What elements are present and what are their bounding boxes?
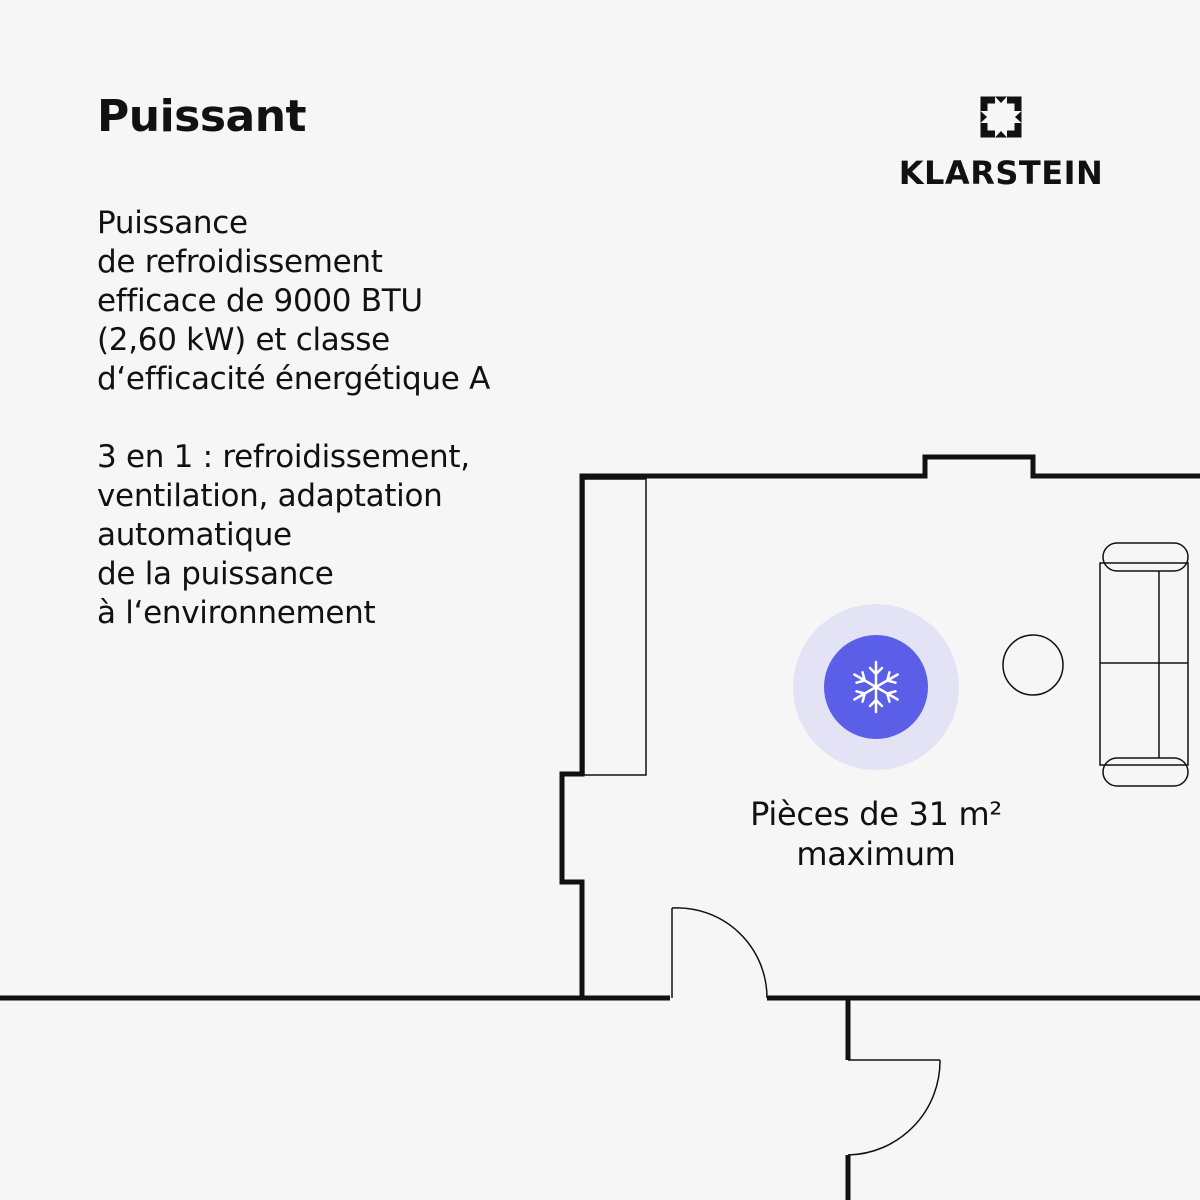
door-swing-hall xyxy=(847,1059,941,1156)
brand-logo: KLARSTEIN xyxy=(895,92,1107,192)
room-size-caption: Pièces de 31 m² maximum xyxy=(706,794,1046,874)
description-line: Puissance xyxy=(97,205,248,241)
description-line: d‘efficacité énergétique A xyxy=(97,361,490,397)
sofa xyxy=(1099,542,1189,787)
snowflake-icon xyxy=(853,660,899,714)
description-line: de la puissance xyxy=(97,556,334,592)
page-title: Puissant xyxy=(97,91,307,142)
description-line: de refroidissement xyxy=(97,244,383,280)
wall-cabinet xyxy=(583,478,647,776)
description-line: (2,60 kW) et classe xyxy=(97,322,390,358)
room-size-line: Pièces de 31 m² xyxy=(750,795,1002,833)
feature-description: Puissance de refroidissement efficace de… xyxy=(97,204,577,672)
door-swing-room xyxy=(671,907,768,999)
room-size-line: maximum xyxy=(796,835,956,873)
klarstein-octagon-logo-icon xyxy=(980,96,1022,138)
brand-name: KLARSTEIN xyxy=(898,154,1104,192)
description-paragraph-power: Puissance de refroidissement efficace de… xyxy=(97,204,577,399)
side-table xyxy=(1002,634,1064,696)
description-line: automatique xyxy=(97,517,292,553)
description-line: à l‘environnement xyxy=(97,595,376,631)
description-line: efficace de 9000 BTU xyxy=(97,283,423,319)
description-paragraph-modes: 3 en 1 : refroidissement, ventilation, a… xyxy=(97,438,577,633)
description-line: 3 en 1 : refroidissement, xyxy=(97,439,470,475)
floor-plan-walls xyxy=(0,454,1200,1200)
description-line: ventilation, adaptation xyxy=(97,478,443,514)
